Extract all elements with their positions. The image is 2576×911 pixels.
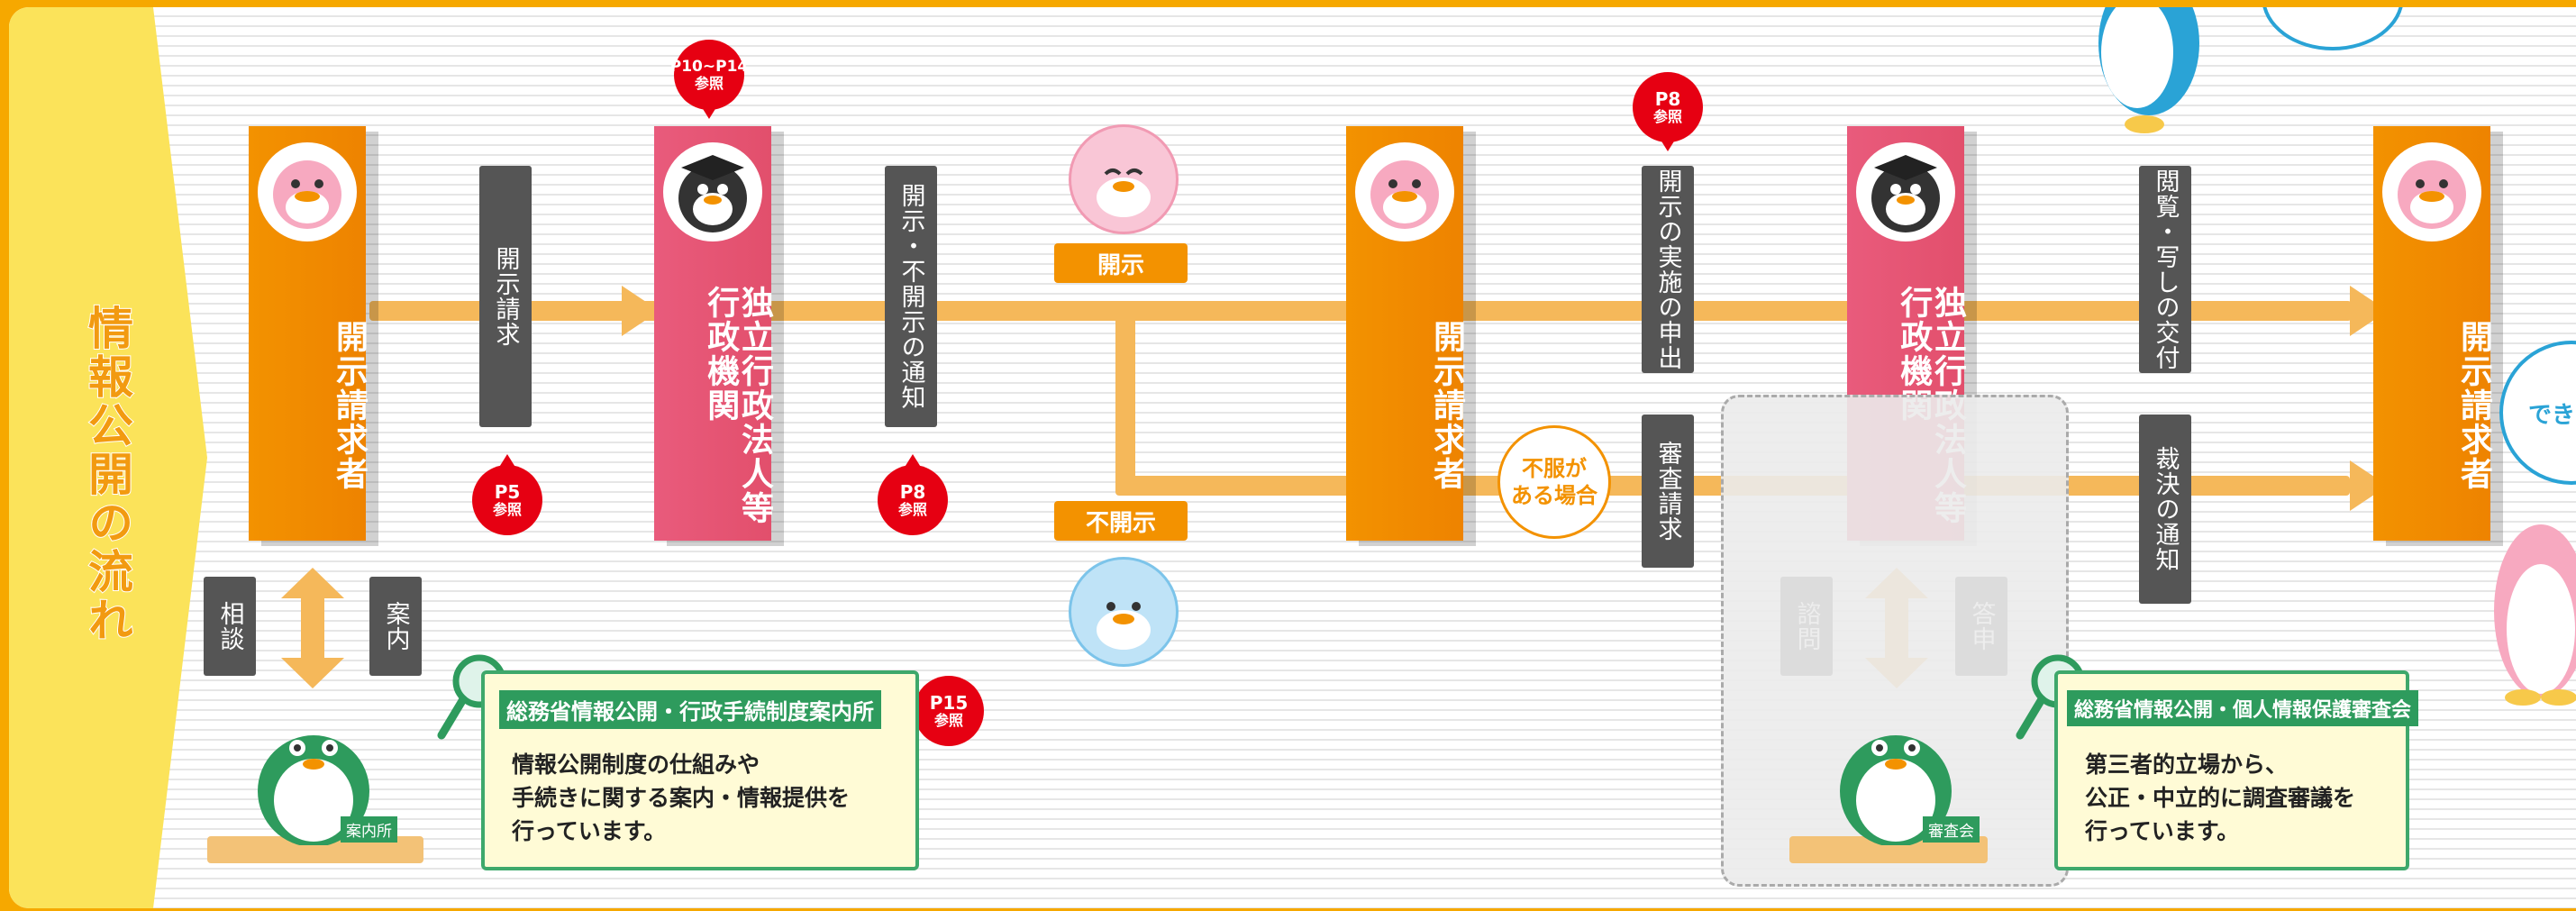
page-ref-badge: P8 参照 xyxy=(878,454,948,535)
sidebar: 情報公開の流れ xyxy=(9,7,207,908)
badge-ref: 参照 xyxy=(492,501,522,519)
badge-ref: 参照 xyxy=(1652,108,1682,126)
page-ref-badge: P10~P14 参照 xyxy=(670,40,748,119)
badge-ref: 参照 xyxy=(897,501,927,519)
step-implement: 開示の実施の申出 xyxy=(1642,166,1694,373)
flow-diagram-frame: 情報公開の流れ 開示請求者 独立行政法人等 行政機関 開示請求者 独立行政法人等… xyxy=(9,7,2576,908)
tag-disclose: 開示 xyxy=(1054,243,1188,283)
badge-page: P8 xyxy=(1654,88,1681,111)
desk-tag: 案内所 xyxy=(341,816,397,843)
pillar-label: 開示請求者 xyxy=(331,320,368,491)
penguin-blue-icon xyxy=(2098,7,2199,133)
info-box-review-board: 総務省情報公開・個人情報保護審査会 第三者的立場から、 公正・中立的に調査審議を… xyxy=(2054,670,2419,870)
step-request: 開示請求 xyxy=(479,166,532,427)
tag-objection: 不服が ある場合 xyxy=(1497,425,1611,539)
step-ruling: 裁決の通知 xyxy=(2139,415,2191,604)
step-guide: 案内 xyxy=(369,577,422,676)
badge-ref: 参照 xyxy=(694,74,724,92)
step-consult: 相談 xyxy=(204,577,256,676)
speech-bubble: できた xyxy=(2499,341,2576,485)
page-ref-badge: P15 参照 xyxy=(914,676,984,746)
info-box-body: 情報公開制度の仕組みや 手続きに関する案内・情報提供を 行っています。 xyxy=(512,752,851,844)
sidebar-title: 情報公開の流れ xyxy=(80,304,134,646)
double-arrow-icon xyxy=(281,568,344,688)
pillar-requester-2: 開示請求者 xyxy=(1346,126,1465,541)
penguin-sad-icon xyxy=(1069,557,1179,667)
penguin-pink-icon xyxy=(2382,142,2481,241)
pillar-requester-3: 開示請求者 xyxy=(2373,126,2492,541)
speech-bubble-top xyxy=(2262,7,2404,50)
pillar-requester-1: 開示請求者 xyxy=(249,126,368,541)
badge-page: P5 xyxy=(494,481,521,504)
badge-ref: 参照 xyxy=(933,712,963,730)
penguin-professor-icon xyxy=(663,142,762,241)
arrow-head-1 xyxy=(622,286,660,336)
badge-page: P8 xyxy=(899,481,926,504)
penguin-pink-standing-icon xyxy=(2494,524,2576,706)
badge-page: P15 xyxy=(929,692,969,715)
pillar-label: 開示請求者 xyxy=(2455,320,2492,491)
pillar-label: 開示請求者 xyxy=(1428,320,1465,491)
info-box-title: 総務省情報公開・個人情報保護審査会 xyxy=(2067,690,2419,726)
penguin-pink-icon xyxy=(1355,142,1454,241)
pillar-label: 独立行政法人等 行政機関 xyxy=(702,286,773,525)
pillar-agency-1: 独立行政法人等 行政機関 xyxy=(654,126,773,541)
badge-page: P10~P14 xyxy=(669,57,749,76)
step-inspect: 閲覧・写しの交付 xyxy=(2139,166,2191,373)
penguin-professor-icon xyxy=(1856,142,1955,241)
info-box-body: 第三者的立場から、 公正・中立的に調査審議を 行っています。 xyxy=(2085,752,2356,844)
step-review: 審査請求 xyxy=(1642,415,1694,568)
step-notice: 開示・不開示の通知 xyxy=(885,166,937,427)
penguin-happy-icon xyxy=(1069,124,1179,234)
penguin-pink-icon xyxy=(258,142,357,241)
flow-branch-vertical xyxy=(1115,310,1135,487)
desk-tag: 審査会 xyxy=(1923,816,1980,843)
page-ref-badge: P5 参照 xyxy=(472,454,542,535)
tag-nondisclose: 不開示 xyxy=(1054,501,1188,541)
info-box-guidance: 総務省情報公開・行政手続制度案内所 情報公開制度の仕組みや 手続きに関する案内・… xyxy=(481,670,919,870)
info-box-title: 総務省情報公開・行政手続制度案内所 xyxy=(499,690,881,729)
page-ref-badge: P8 参照 xyxy=(1633,72,1703,151)
